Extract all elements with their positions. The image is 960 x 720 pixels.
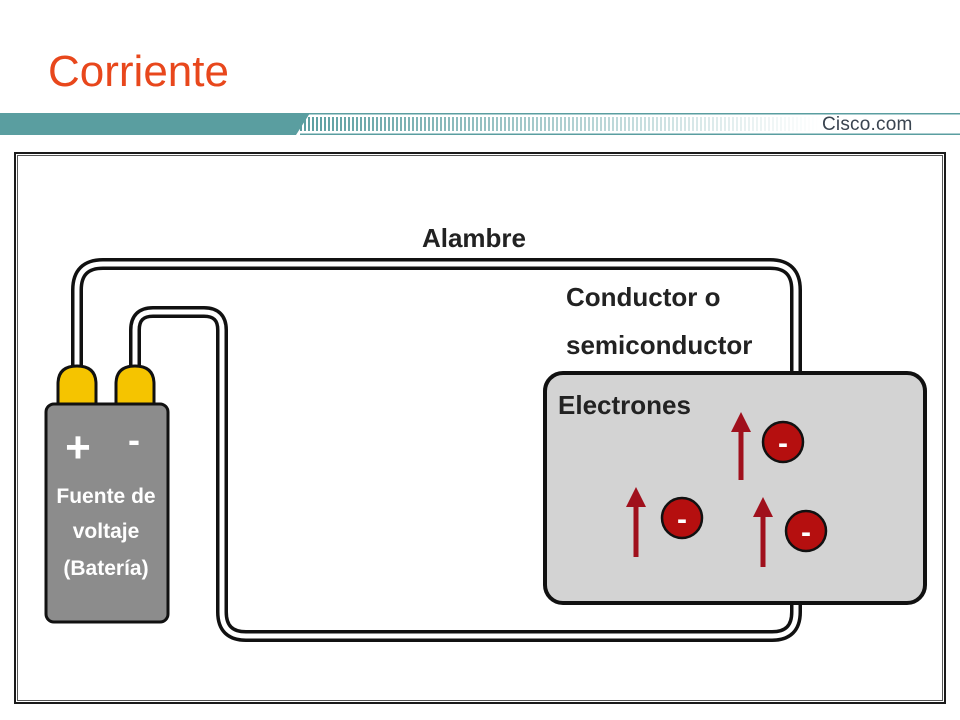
electron-3-sign: -: [801, 516, 811, 549]
electron-1-sign: -: [778, 427, 788, 460]
header-bar: [0, 113, 960, 135]
conductor-block: [543, 371, 927, 605]
conductor-label-line1: Conductor o: [566, 282, 721, 312]
electron-2: -: [626, 487, 704, 557]
battery-label-line1: Fuente de: [56, 485, 155, 508]
battery-minus-sign: -: [128, 419, 140, 460]
electron-2-sign: -: [677, 503, 687, 536]
battery-terminal-negative: [114, 364, 156, 406]
diagram-frame: + - Fuente de voltaje (Batería) Alambre …: [14, 152, 946, 704]
battery-plus-sign: +: [65, 423, 91, 472]
battery-body: [44, 402, 170, 624]
electron-3: -: [753, 497, 828, 567]
battery-label-line2: voltaje: [73, 520, 140, 543]
battery-terminal-positive: [56, 364, 98, 406]
wire-label: Alambre: [422, 223, 526, 253]
electron-1: -: [731, 412, 805, 480]
brand-logo-text: Cisco.com: [822, 114, 913, 135]
slide-title: Corriente: [48, 47, 229, 96]
battery-label-line3: (Batería): [63, 557, 148, 580]
electrons-label: Electrones: [558, 390, 691, 420]
conductor-label-line2: semiconductor: [566, 330, 752, 360]
